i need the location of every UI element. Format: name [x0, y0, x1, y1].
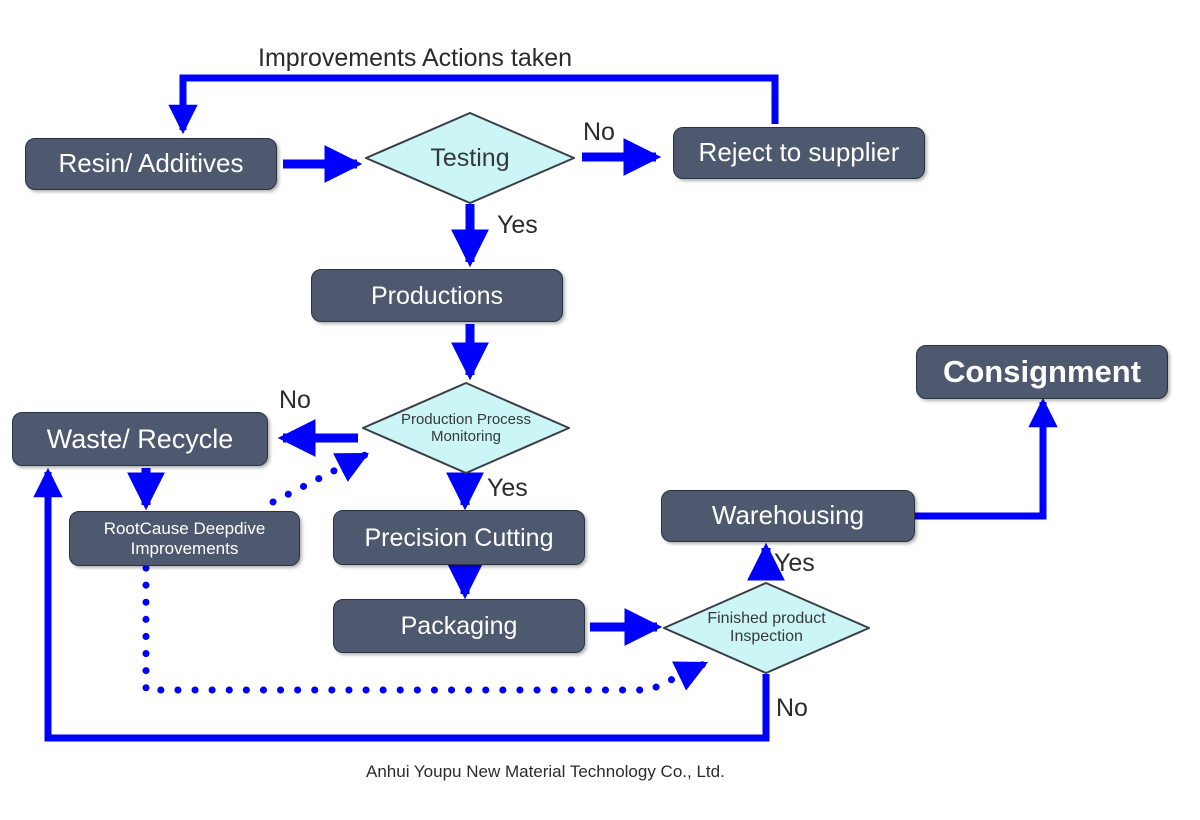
node-label: RootCause Deepdive Improvements — [103, 519, 266, 558]
node-productions[interactable]: Productions — [311, 269, 563, 322]
node-label: Consignment — [942, 353, 1142, 389]
edge-label-no-inspection: No — [776, 694, 808, 722]
decision-testing[interactable]: Testing — [365, 112, 575, 204]
node-label: Precision Cutting — [364, 523, 554, 552]
edge-label-yes-ppm: Yes — [487, 474, 528, 502]
node-label: Reject to supplier — [698, 137, 900, 168]
edge-warehousing-to-consignment — [915, 397, 1058, 520]
node-rootcause-deepdive-improvements[interactable]: RootCause Deepdive Improvements — [69, 511, 300, 566]
node-waste-recycle[interactable]: Waste/ Recycle — [12, 412, 268, 466]
edge-label-no-ppm: No — [279, 386, 311, 414]
node-label: Packaging — [400, 612, 518, 640]
edge-label-yes-inspection: Yes — [774, 549, 815, 577]
edge-label-improvements-actions-taken: Improvements Actions taken — [258, 44, 573, 72]
node-packaging[interactable]: Packaging — [333, 599, 585, 653]
node-warehousing[interactable]: Warehousing — [661, 490, 915, 542]
node-reject-to-supplier[interactable]: Reject to supplier — [673, 127, 925, 179]
node-precision-cutting[interactable]: Precision Cutting — [333, 510, 585, 565]
node-label: Productions — [370, 281, 504, 310]
decision-finished-product-inspection[interactable]: Finished product Inspection — [663, 582, 870, 674]
edge-label-yes-testing: Yes — [497, 211, 538, 239]
node-consignment[interactable]: Consignment — [916, 345, 1168, 399]
node-label: Waste/ Recycle — [46, 423, 234, 454]
node-label: Resin/ Additives — [58, 148, 244, 179]
edge-rootcause-to-ppm — [269, 451, 370, 506]
decision-production-process-monitoring[interactable]: Production Process Monitoring — [362, 382, 570, 474]
edge-label-no-testing: No — [583, 118, 615, 146]
node-resin-additives[interactable]: Resin/ Additives — [25, 138, 277, 190]
company-caption: Anhui Youpu New Material Technology Co.,… — [366, 762, 725, 781]
node-label: Warehousing — [711, 500, 865, 531]
